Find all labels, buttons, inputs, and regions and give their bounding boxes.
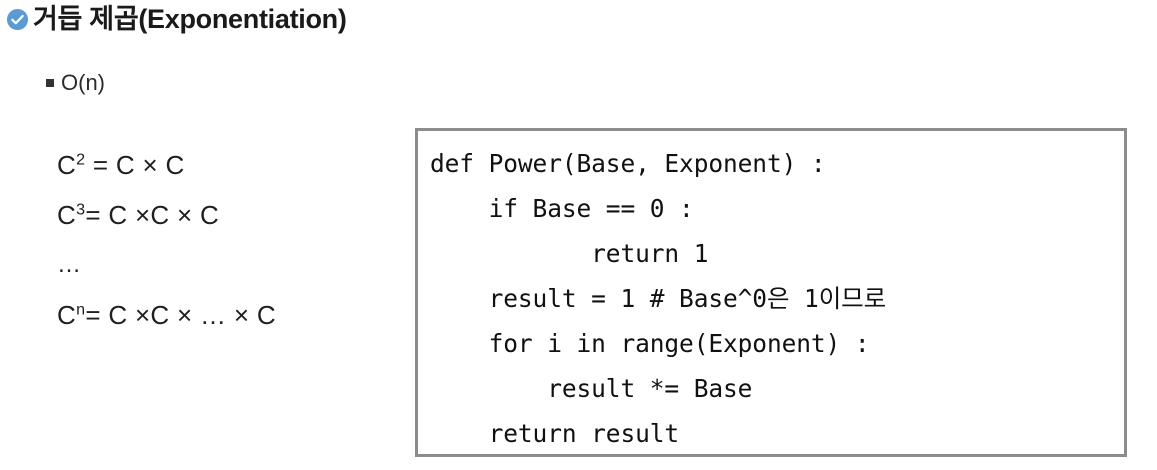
complexity-label: O(n) bbox=[61, 70, 105, 95]
complexity-bullet: O(n) bbox=[46, 72, 105, 94]
page-title-text: 거듭 제곱(Exponentiation) bbox=[33, 4, 347, 34]
code-line: for i in range(Exponent) : bbox=[430, 329, 870, 358]
formula-row: Cn= C ×C × … × C bbox=[57, 290, 397, 340]
formula-row: C3= C ×C × C bbox=[57, 190, 397, 240]
square-bullet-icon bbox=[46, 79, 54, 87]
formula-base: C bbox=[57, 150, 77, 180]
formula-exponent: 3 bbox=[76, 200, 86, 219]
formula-exponent: n bbox=[76, 300, 86, 319]
formula-row-ellipsis: … bbox=[57, 240, 397, 290]
formula-rest: … bbox=[57, 251, 82, 278]
formula-rest: = C × C bbox=[85, 150, 185, 180]
blue-check-circle-icon bbox=[6, 8, 29, 31]
code-line: if Base == 0 : bbox=[430, 194, 694, 223]
code-line: return result bbox=[430, 419, 680, 448]
code-block: def Power(Base, Exponent) : if Base == 0… bbox=[415, 128, 1127, 457]
formula-base: C bbox=[57, 200, 77, 230]
formula-row: C2 = C × C bbox=[57, 140, 397, 190]
code-line: result = 1 # Base^0은 1이므로 bbox=[430, 284, 887, 313]
formula-base: C bbox=[57, 300, 77, 330]
page-title: 거듭 제곱(Exponentiation) bbox=[6, 6, 347, 33]
code-block-content: def Power(Base, Exponent) : if Base == 0… bbox=[418, 131, 1124, 454]
formula-exponent: 2 bbox=[76, 150, 86, 169]
formula-list: C2 = C × C C3= C ×C × C … Cn= C ×C × … ×… bbox=[57, 140, 397, 340]
formula-rest: = C ×C × C bbox=[85, 200, 220, 230]
code-line: def Power(Base, Exponent) : bbox=[430, 149, 826, 178]
code-line: result *= Base bbox=[430, 374, 753, 403]
formula-rest: = C ×C × … × C bbox=[85, 300, 276, 330]
code-line: return 1 bbox=[430, 239, 709, 268]
